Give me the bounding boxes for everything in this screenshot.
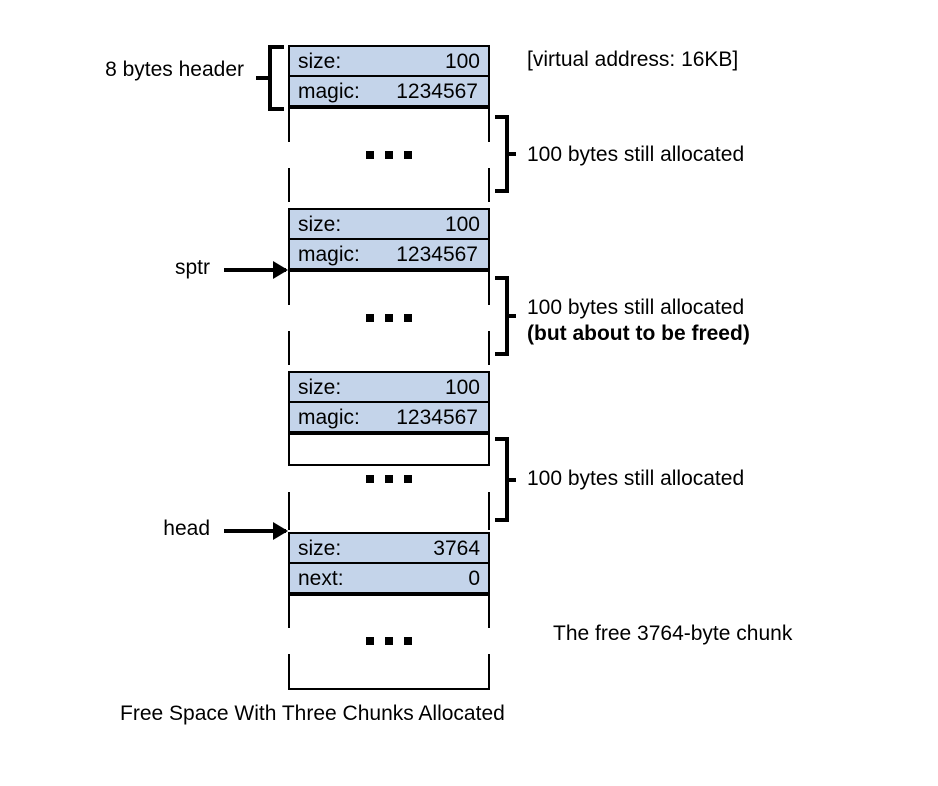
chunk-1-bracket [495, 115, 519, 193]
head-arrow [224, 522, 288, 540]
bracket-arm-top [495, 276, 509, 280]
bracket-arm-bottom [268, 107, 284, 111]
chunk-3-body-lower [288, 492, 490, 530]
header-size-label: 8 bytes header [105, 58, 244, 81]
chunk-1-size-key: size: [298, 49, 342, 73]
free-chunk-body-ellipsis [288, 628, 490, 654]
free-chunk-size-row: size: 3764 [288, 532, 490, 563]
bracket-arm-bottom [495, 518, 509, 522]
ellipsis-dot [366, 475, 374, 483]
ellipsis-dot [404, 475, 412, 483]
free-chunk-body-upper [288, 594, 490, 628]
chunk-1-magic-key: magic: [298, 79, 360, 103]
ellipsis-dot [366, 637, 374, 645]
ellipsis-dot [385, 314, 393, 322]
bracket-tick [509, 152, 516, 156]
bracket-arm-top [268, 45, 284, 49]
bracket-bar [505, 115, 509, 193]
diagram-caption: Free Space With Three Chunks Allocated [120, 702, 505, 725]
bracket-tick [256, 76, 268, 80]
chunk-3-body-ellipsis [288, 466, 490, 492]
chunk-1-body-upper [288, 107, 490, 142]
chunk-1-magic-value: 1234567 [396, 79, 478, 103]
chunk-2-magic-row: magic: 1234567 [288, 239, 490, 270]
bracket-arm-top [495, 437, 509, 441]
chunk-3-body-upper [288, 433, 490, 466]
chunk-2-size-key: size: [298, 212, 342, 236]
sptr-arrow [224, 261, 288, 279]
virtual-address-note: [virtual address: 16KB] [527, 48, 739, 71]
chunk-3-annotation: 100 bytes still allocated [527, 467, 745, 490]
chunk-2-body-upper [288, 270, 490, 305]
chunk-2-size-row: size: 100 [288, 208, 490, 239]
bracket-bar [505, 437, 509, 522]
ellipsis-dot [385, 151, 393, 159]
chunk-3-magic-value: 1234567 [396, 405, 478, 429]
ellipsis-dot [366, 314, 374, 322]
chunk-1-body-lower [288, 168, 490, 202]
header-bracket [256, 45, 286, 111]
free-chunk-size-value: 3764 [433, 536, 480, 560]
bracket-tick [509, 314, 516, 318]
chunk-1-annotation: 100 bytes still allocated [527, 143, 745, 166]
chunk-3-bracket [495, 437, 519, 522]
ellipsis-dot [366, 151, 374, 159]
chunk-2-annotation: 100 bytes still allocated [527, 296, 745, 319]
free-chunk-next-value: 0 [468, 566, 480, 590]
bracket-arm-top [495, 115, 509, 119]
chunk-1-body-ellipsis [288, 142, 490, 168]
free-chunk-next-row: next: 0 [288, 563, 490, 594]
ellipsis-dot [404, 151, 412, 159]
chunk-2-bracket [495, 276, 519, 356]
bracket-tick [509, 477, 516, 482]
chunk-3-size-row: size: 100 [288, 371, 490, 402]
bracket-bar [505, 276, 509, 356]
sptr-label: sptr [174, 256, 210, 279]
bracket-arm-bottom [495, 189, 509, 193]
bracket-bar [268, 45, 272, 111]
bracket-arm-bottom [495, 352, 509, 356]
ellipsis-dot [404, 314, 412, 322]
chunk-2-magic-value: 1234567 [396, 242, 478, 266]
chunk-2-body-ellipsis [288, 305, 490, 331]
chunk-2-annotation-bold: (but about to be freed) [527, 322, 750, 345]
ellipsis-dot [385, 637, 393, 645]
ellipsis-dot [385, 475, 393, 483]
chunk-3-magic-key: magic: [298, 405, 360, 429]
free-chunk-next-key: next: [298, 566, 344, 590]
chunk-1-size-row: size: 100 [288, 45, 490, 76]
chunk-3-magic-row: magic: 1234567 [288, 402, 490, 433]
chunk-1-size-value: 100 [444, 49, 480, 73]
free-chunk-body-lower [288, 654, 490, 690]
chunk-2-size-value: 100 [444, 212, 480, 236]
chunk-1-magic-row: magic: 1234567 [288, 76, 490, 107]
chunk-2-magic-key: magic: [298, 242, 360, 266]
free-chunk-annotation: The free 3764-byte chunk [553, 622, 793, 645]
head-label: head [163, 517, 210, 540]
ellipsis-dot [404, 637, 412, 645]
free-chunk-size-key: size: [298, 536, 342, 560]
chunk-3-size-key: size: [298, 375, 342, 399]
chunk-2-body-lower [288, 331, 490, 365]
chunk-3-size-value: 100 [444, 375, 480, 399]
